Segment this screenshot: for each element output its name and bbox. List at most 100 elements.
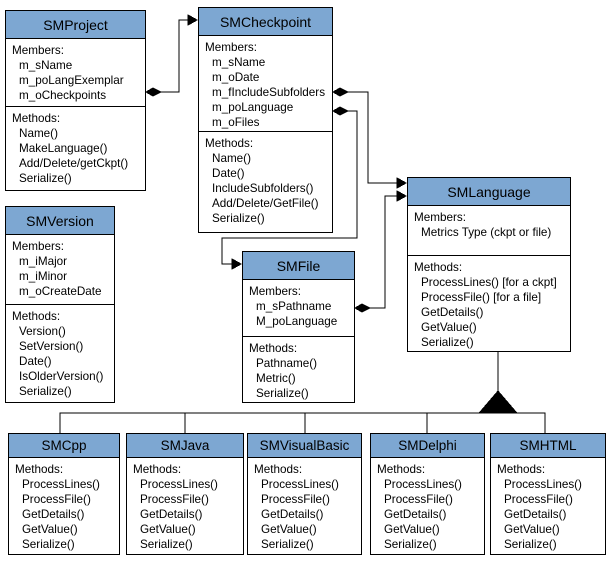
class-member-line: ProcessFile() xyxy=(261,493,330,506)
class-member-line: ProcessLines() [for a ckpt] xyxy=(421,276,557,289)
class-member-line: MakeLanguage() xyxy=(19,142,108,155)
class-member-line: Serialize() xyxy=(212,212,265,225)
methods-section: Methods: ProcessLines()ProcessFile()GetD… xyxy=(491,458,605,554)
class-smvisualbasic: SMVisualBasic Methods: ProcessLines()Pro… xyxy=(247,433,362,555)
class-member-line: GetDetails() xyxy=(22,508,85,521)
arrowhead-icon xyxy=(187,14,199,26)
class-member-line: GetDetails() xyxy=(140,508,203,521)
aggregation-diamond-icon xyxy=(353,303,372,313)
members-label: Members: xyxy=(205,41,257,54)
methods-list: ProcessLines()ProcessFile()GetDetails()G… xyxy=(497,477,602,552)
class-member-line: GetDetails() xyxy=(421,306,484,319)
class-member-line: Serialize() xyxy=(421,336,474,349)
class-member-line: IncludeSubfolders() xyxy=(212,182,314,195)
aggregation-diamond-icon xyxy=(331,87,350,97)
members-label: Members: xyxy=(249,285,301,298)
members-section: Members: Metrics Type (ckpt or file) xyxy=(408,206,570,256)
class-member-line: Serialize() xyxy=(140,538,193,551)
class-member-line: Serialize() xyxy=(261,538,314,551)
class-title: SMProject xyxy=(6,11,145,39)
methods-section: Methods: ProcessLines() [for a ckpt]Proc… xyxy=(408,256,570,351)
class-title: SMFile xyxy=(243,252,354,280)
methods-section: Methods: ProcessLines()ProcessFile()GetD… xyxy=(9,458,119,554)
methods-section: Methods: ProcessLines()ProcessFile()GetD… xyxy=(371,458,484,554)
methods-section: Methods: Name()Date()IncludeSubfolders()… xyxy=(199,132,332,232)
methods-label: Methods: xyxy=(249,342,298,355)
class-member-line: m_sName xyxy=(212,56,266,69)
members-label: Members: xyxy=(12,44,64,57)
class-title: SMDelphi xyxy=(371,434,484,458)
class-member-line: Version() xyxy=(19,325,66,338)
methods-label: Methods: xyxy=(414,261,463,274)
class-member-line: m_sName xyxy=(19,59,73,72)
class-member-line: Name() xyxy=(19,127,58,140)
class-member-line: Serialize() xyxy=(22,538,75,551)
methods-label: Methods: xyxy=(254,463,303,476)
class-member-line: ProcessLines() xyxy=(261,478,339,491)
class-member-line: ProcessLines() xyxy=(384,478,462,491)
methods-section: Methods: ProcessLines()ProcessFile()GetD… xyxy=(248,458,361,554)
class-member-line: Add/Delete/GetFile() xyxy=(212,197,319,210)
class-member-line: ProcessFile() xyxy=(22,493,91,506)
class-member-line: Date() xyxy=(19,355,52,368)
methods-label: Methods: xyxy=(12,310,61,323)
methods-list: ProcessLines()ProcessFile()GetDetails()G… xyxy=(254,477,358,552)
class-title: SMLanguage xyxy=(408,178,570,206)
methods-label: Methods: xyxy=(133,463,182,476)
class-smhtml: SMHTML Methods: ProcessLines()ProcessFil… xyxy=(490,433,606,555)
class-title: SMCpp xyxy=(9,434,119,458)
class-smcpp: SMCpp Methods: ProcessLines()ProcessFile… xyxy=(8,433,120,555)
class-title: SMCheckpoint xyxy=(199,8,332,36)
class-member-line: m_sPathname xyxy=(256,300,332,313)
class-member-line: m_oCheckpoints xyxy=(19,89,107,102)
class-member-line: M_poLanguage xyxy=(256,315,338,328)
arrowhead-icon xyxy=(231,258,243,270)
class-member-line: m_iMajor xyxy=(19,255,68,268)
class-member-line: Metrics Type (ckpt or file) xyxy=(421,226,552,239)
inheritance-triangle-icon xyxy=(478,390,518,413)
class-member-line: GetValue() xyxy=(421,321,477,334)
connector-inheritance-tree xyxy=(59,352,546,433)
methods-section: Methods: Pathname()Metric()Serialize() xyxy=(243,337,354,402)
methods-list: ProcessLines()ProcessFile()GetDetails()G… xyxy=(377,477,481,552)
methods-list: Pathname()Metric()Serialize() xyxy=(249,356,351,401)
class-member-line: Serialize() xyxy=(504,538,557,551)
aggregation-diamond-icon xyxy=(144,87,163,97)
arrowhead-icon xyxy=(396,190,408,202)
class-title: SMVersion xyxy=(6,207,114,235)
connector-checkpoint-file xyxy=(221,106,358,270)
class-member-line: m_oFiles xyxy=(212,116,260,129)
class-member-line: ProcessLines() xyxy=(140,478,218,491)
class-member-line: GetDetails() xyxy=(504,508,567,521)
methods-label: Methods: xyxy=(377,463,426,476)
class-member-line: Serialize() xyxy=(19,172,72,185)
class-member-line: Serialize() xyxy=(256,387,309,400)
class-member-line: ProcessFile() xyxy=(140,493,209,506)
class-member-line: m_oDate xyxy=(212,71,260,84)
methods-section: Methods: ProcessLines() ProcessFile() GetD… xyxy=(127,458,243,554)
class-member-line: GetValue() xyxy=(140,523,196,536)
class-member-line: Serialize() xyxy=(384,538,437,551)
class-member-line: ProcessLines() xyxy=(22,478,100,491)
methods-list: Name() MakeLanguage() Add/Delete/getCkpt()… xyxy=(12,126,142,186)
class-member-line: GetDetails() xyxy=(384,508,447,521)
class-member-line: m_iMinor xyxy=(19,270,68,283)
class-member-line: ProcessFile() [for a file] xyxy=(421,291,542,304)
class-member-line: Pathname() xyxy=(256,357,318,370)
methods-label: Methods: xyxy=(12,112,61,125)
methods-list: ProcessLines() [for a ckpt] ProcessFile()… xyxy=(414,275,567,350)
class-member-line: IsOlderVersion() xyxy=(19,370,104,383)
class-member-line: Add/Delete/getCkpt() xyxy=(19,157,129,170)
class-smdelphi: SMDelphi Methods: ProcessLines()ProcessF… xyxy=(370,433,485,555)
members-label: Members: xyxy=(12,240,64,253)
